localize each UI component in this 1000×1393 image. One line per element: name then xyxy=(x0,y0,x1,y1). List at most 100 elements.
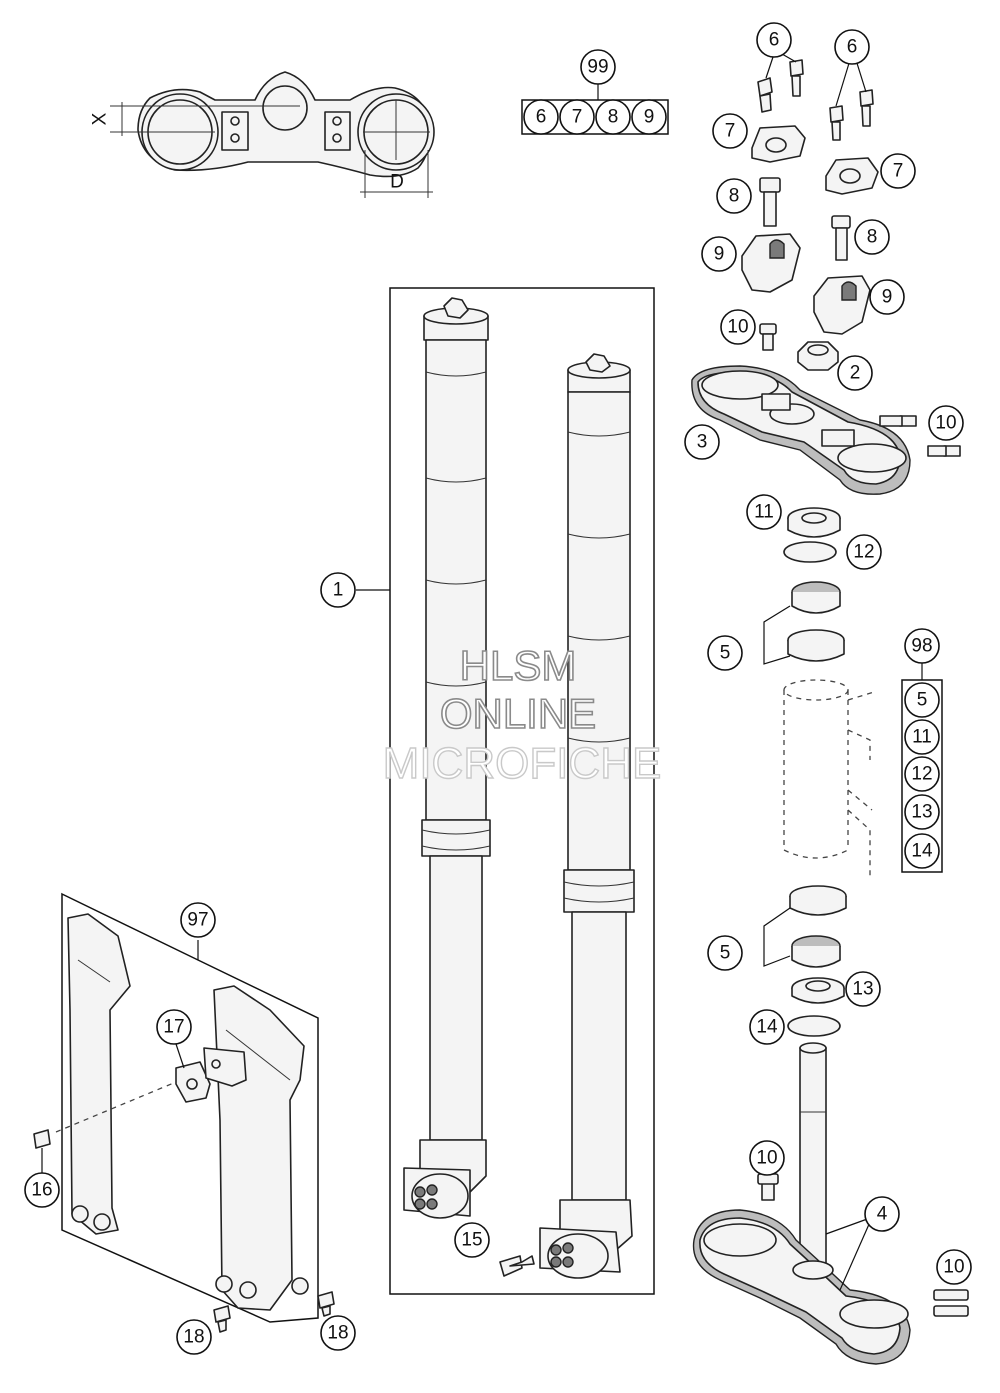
callout-11: 11 xyxy=(904,719,940,755)
callout-circle xyxy=(904,756,940,792)
callout-13: 13 xyxy=(845,971,881,1007)
callout-circle xyxy=(904,682,940,718)
callout-circle xyxy=(320,1315,356,1351)
callout-circle xyxy=(880,153,916,189)
callout-circle xyxy=(864,1196,900,1232)
handlebar-bolts xyxy=(757,53,874,141)
callout-label: 2 xyxy=(850,363,861,384)
callout-label: 4 xyxy=(877,1204,888,1225)
callout-8: 8 xyxy=(854,219,890,255)
callout-circle xyxy=(320,572,356,608)
callout-9: 9 xyxy=(869,279,905,315)
callout-label: 17 xyxy=(163,1017,184,1038)
callout-circle xyxy=(176,1319,212,1355)
callout-circle xyxy=(595,99,631,135)
callout-label: 7 xyxy=(572,107,583,128)
callout-10: 10 xyxy=(928,405,964,441)
callout-circle xyxy=(749,1140,785,1176)
callout-98: 98 xyxy=(904,628,940,664)
callout-circle xyxy=(746,494,782,530)
watermark-line2: ONLINE xyxy=(440,690,596,737)
callout-circle xyxy=(180,902,216,938)
callout-7: 7 xyxy=(559,99,595,135)
upper-triple-clamp xyxy=(691,365,961,495)
callout-circle xyxy=(749,1009,785,1045)
callout-label: 6 xyxy=(769,30,780,51)
callout-10: 10 xyxy=(936,1249,972,1285)
callout-6: 6 xyxy=(523,99,559,135)
callout-5: 5 xyxy=(707,935,743,971)
callout-circle xyxy=(707,635,743,671)
callout-13: 13 xyxy=(904,794,940,830)
callout-7: 7 xyxy=(880,153,916,189)
callout-label: 10 xyxy=(943,1257,964,1278)
callout-circle xyxy=(869,279,905,315)
callout-16: 16 xyxy=(24,1172,60,1208)
watermark-line3: MICROFICHE xyxy=(383,739,662,788)
callout-circle xyxy=(756,22,792,58)
callout-label: 7 xyxy=(725,121,736,142)
callout-17: 17 xyxy=(156,1009,192,1045)
callout-circle xyxy=(845,971,881,1007)
callout-label: 16 xyxy=(31,1180,52,1201)
steering-head-outline xyxy=(783,660,943,880)
callout-label: 1 xyxy=(333,580,344,601)
callout-circle xyxy=(716,178,752,214)
callout-circle xyxy=(904,833,940,869)
callout-circle xyxy=(854,219,890,255)
callout-circle xyxy=(156,1009,192,1045)
watermark-line1: HLSM xyxy=(460,642,577,689)
triple-clamp-dimension-view: X D xyxy=(90,71,435,198)
callout-circle xyxy=(837,355,873,391)
callout-8: 8 xyxy=(595,99,631,135)
callout-11: 11 xyxy=(746,494,782,530)
callout-label: 9 xyxy=(714,244,725,265)
callout-label: 10 xyxy=(756,1148,777,1169)
callout-label: 10 xyxy=(727,317,748,338)
callout-5: 5 xyxy=(904,682,940,718)
steering-bearings-lower xyxy=(763,885,847,1037)
callout-label: 14 xyxy=(756,1017,778,1038)
top-small-parts xyxy=(759,323,839,371)
callout-label: 6 xyxy=(536,107,547,128)
callout-7: 7 xyxy=(712,113,748,149)
callout-label: 97 xyxy=(187,910,208,931)
callout-label: 5 xyxy=(720,643,731,664)
callout-14: 14 xyxy=(904,833,940,869)
callout-label: 8 xyxy=(867,227,878,248)
callout-circle xyxy=(701,236,737,272)
handlebar-clamps-upper xyxy=(751,125,879,195)
callout-12: 12 xyxy=(846,534,882,570)
kit-99 xyxy=(521,84,669,135)
callout-label: 13 xyxy=(911,802,932,823)
callout-label: 7 xyxy=(893,161,904,182)
callout-circle xyxy=(904,794,940,830)
callout-circle xyxy=(928,405,964,441)
callout-circle xyxy=(834,29,870,65)
callout-label: 99 xyxy=(587,57,608,78)
callout-18: 18 xyxy=(176,1319,212,1355)
callout-circle xyxy=(936,1249,972,1285)
callout-12: 12 xyxy=(904,756,940,792)
callout-label: 18 xyxy=(327,1323,348,1344)
callout-circle xyxy=(631,99,667,135)
callout-99: 99 xyxy=(580,49,616,85)
fork-assembly xyxy=(356,287,655,1295)
callout-label: 98 xyxy=(911,636,932,657)
callout-9: 9 xyxy=(631,99,667,135)
callout-2: 2 xyxy=(837,355,873,391)
callout-97: 97 xyxy=(180,902,216,938)
callout-18: 18 xyxy=(320,1315,356,1351)
callout-15: 15 xyxy=(454,1222,490,1258)
callout-6: 6 xyxy=(756,22,792,58)
callout-circle xyxy=(904,719,940,755)
callout-circle xyxy=(846,534,882,570)
callout-label: 3 xyxy=(697,432,708,453)
callout-circle xyxy=(559,99,595,135)
callout-label: 6 xyxy=(847,37,858,58)
dimension-x-label: X xyxy=(90,112,111,125)
callout-label: 9 xyxy=(882,287,893,308)
callout-circle xyxy=(523,99,559,135)
